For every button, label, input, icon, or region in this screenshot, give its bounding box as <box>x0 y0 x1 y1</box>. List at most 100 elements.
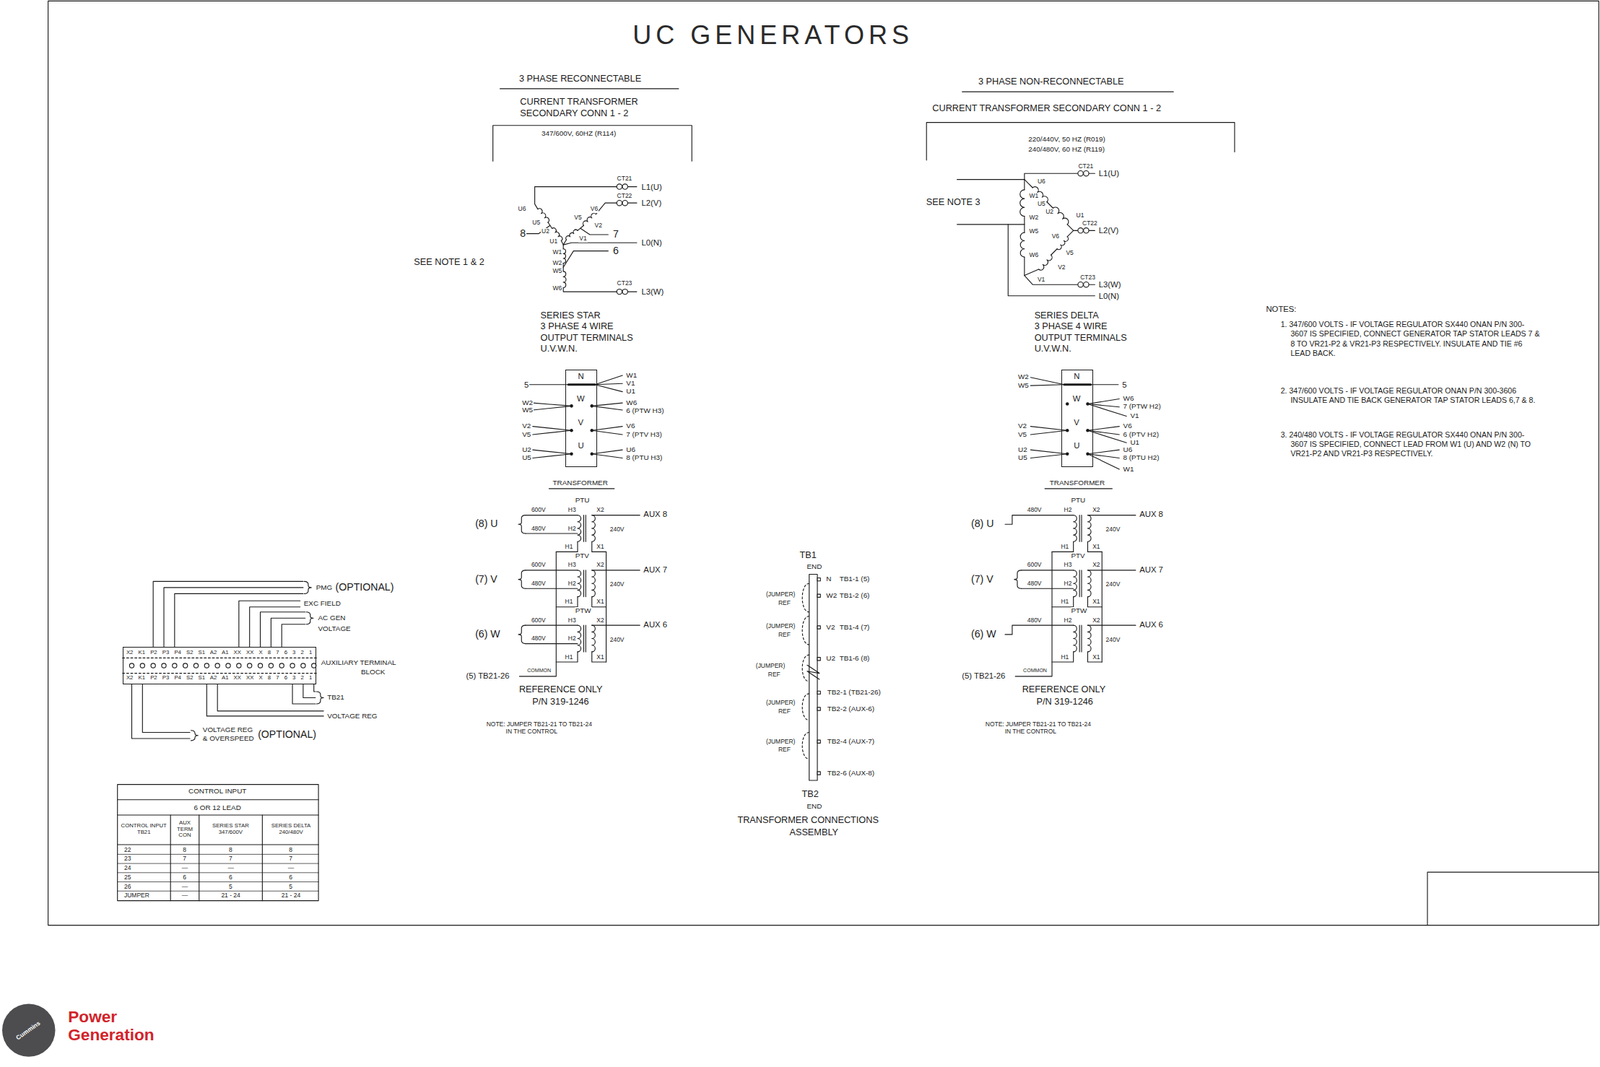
winding-coil <box>1020 232 1025 258</box>
common-rail <box>605 551 607 663</box>
schematic-label: 6 (PTW H3) <box>625 407 665 416</box>
schematic-label: 8 (PTU H3) <box>625 454 663 463</box>
table-border <box>117 784 319 902</box>
schematic-label: TB1-1 (5) <box>838 575 871 584</box>
schematic-label: AUX 8 <box>1138 509 1164 519</box>
schematic-label: 7 (PTW H2) <box>1122 402 1162 411</box>
terminal-port <box>817 577 821 581</box>
schematic-label: W1 <box>552 249 564 256</box>
schematic-label: H2 <box>1063 506 1073 514</box>
schematic-label: SERIES STAR <box>540 310 602 321</box>
schematic-label: (7) V <box>970 574 995 586</box>
brace <box>306 612 314 625</box>
schematic-label: (8) U <box>970 518 995 530</box>
wire-line <box>1024 269 1039 276</box>
schematic-label: U1 <box>548 238 559 245</box>
schematic-label: 480V <box>1026 617 1043 624</box>
wire-line <box>1007 224 1095 297</box>
schematic-label: W2 <box>825 592 838 600</box>
wire-line <box>1005 625 1074 635</box>
terminal-screw <box>257 663 263 668</box>
schematic-label: 480V <box>1026 580 1043 588</box>
brand-name: Generation <box>67 1027 155 1045</box>
table-rule <box>117 854 319 855</box>
schematic-label: (OPTIONAL) <box>257 729 317 741</box>
schematic-label: V2 <box>594 222 603 229</box>
brace <box>316 691 324 704</box>
schematic-label: 600V <box>530 617 547 624</box>
schematic-label: H2 <box>567 635 577 642</box>
schematic-label: CT21 <box>616 175 634 182</box>
current-transformer <box>1083 171 1089 177</box>
winding-coil <box>592 570 596 598</box>
winding-coil <box>1087 515 1091 543</box>
terminal-screw <box>150 663 156 668</box>
schematic-label: V2 <box>825 623 836 632</box>
schematic-label: X2 <box>1091 617 1101 624</box>
schematic-label: 240V <box>609 581 626 588</box>
schematic-label: U2 <box>1017 446 1029 455</box>
jumper-ref <box>802 583 810 613</box>
schematic-label: PMG <box>315 584 334 593</box>
terminal-dot <box>1065 402 1070 406</box>
schematic-label: 480V <box>530 525 547 533</box>
brace <box>518 570 526 589</box>
table-cell: — <box>181 892 189 899</box>
wire-line <box>525 532 578 534</box>
winding-coil <box>1052 207 1068 225</box>
transformer-core <box>583 625 586 652</box>
table-cell: 8 <box>288 846 294 854</box>
schematic-label: V1 <box>1129 412 1140 421</box>
winding-coil <box>577 515 582 543</box>
drawing-frame <box>48 0 1600 925</box>
schematic-label: W1 <box>1122 465 1136 474</box>
wire-line <box>957 223 1025 225</box>
auxiliary-terminal-block: X2 K1 P2 P3 P4 S2 S1 A2 A1 XX XX X 8 7 6… <box>122 646 317 685</box>
schematic-label: X1 <box>595 598 605 606</box>
schematic-label: PTW <box>574 607 593 616</box>
schematic-label: H1 <box>1059 654 1070 661</box>
schematic-label: 480V <box>530 635 547 642</box>
schematic-label: H1 <box>564 654 575 661</box>
schematic-label: 3 PHASE RECONNECTABLE <box>518 73 642 84</box>
table-rule <box>170 815 172 902</box>
schematic-label: 8 <box>519 228 527 240</box>
brace <box>190 730 198 741</box>
wire-line <box>1087 651 1102 663</box>
terminal-block: NWVU <box>1061 369 1094 468</box>
schematic-label: (JUMPER) <box>765 591 796 598</box>
wire-line <box>1051 249 1058 255</box>
schematic-label: REFERENCE ONLY <box>1021 684 1107 695</box>
wire-line <box>592 569 640 571</box>
schematic-label: W2 <box>1028 214 1040 221</box>
current-transformer <box>1077 228 1084 234</box>
underline <box>548 488 614 489</box>
schematic-label: ASSEMBLY <box>788 827 839 838</box>
schematic-label: TB2-2 (AUX-6) <box>826 705 876 714</box>
winding-coil <box>1073 570 1078 598</box>
underline <box>962 91 1174 93</box>
terminal-screw <box>140 663 145 668</box>
wire-line <box>555 597 578 608</box>
schematic-label: CT22 <box>1081 220 1099 227</box>
winding-coil <box>592 515 596 543</box>
schematic-label: END <box>805 802 823 811</box>
wire-line <box>153 581 304 647</box>
schematic-label: W6 <box>625 399 638 408</box>
schematic-label: 5 <box>1121 380 1128 390</box>
wire-line <box>303 684 316 698</box>
terminal-letter: U <box>577 441 584 450</box>
wire-line <box>260 612 306 647</box>
wire-line <box>1087 541 1102 552</box>
wire-line <box>592 597 607 608</box>
schematic-label: OUTPUT TERMINALS <box>540 332 634 343</box>
schematic-label: 3 PHASE 4 WIRE <box>540 321 615 332</box>
wire-line <box>1051 541 1074 552</box>
schematic-label: 7 <box>612 228 620 241</box>
schematic-label: (JUMPER) <box>765 699 796 707</box>
schematic-label: 3 PHASE 4 WIRE <box>1033 321 1109 332</box>
schematic-label: 240V <box>1105 636 1122 644</box>
terminal-letter: W <box>1072 394 1081 403</box>
wire-line <box>174 593 304 647</box>
terminal-screw <box>183 663 188 668</box>
